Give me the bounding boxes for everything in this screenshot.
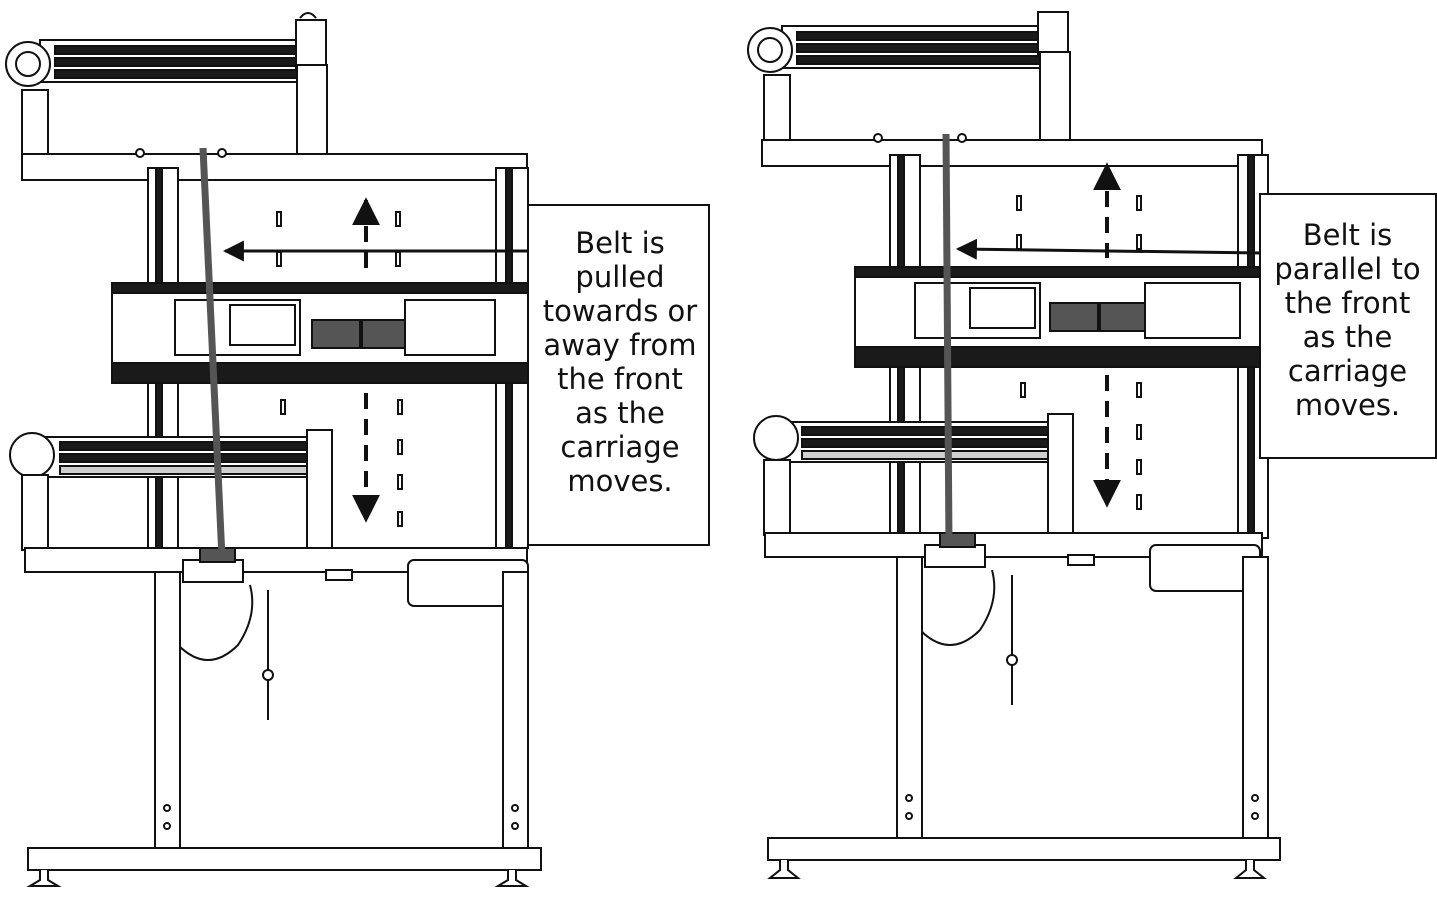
belt-arrow-right — [955, 238, 1263, 260]
upper-roller-left — [5, 12, 327, 87]
upper-crossbar-left — [21, 153, 528, 181]
carriage-right — [854, 266, 1261, 368]
machine-frame-left — [5, 12, 542, 887]
left-leg-right — [896, 556, 923, 841]
machine-frame-right — [747, 11, 1281, 879]
base-left — [27, 847, 542, 871]
base-right — [767, 837, 1281, 861]
belt-left — [199, 147, 226, 559]
upper-roller-right — [747, 11, 1069, 73]
lower-roller-left — [9, 429, 333, 551]
callout-box-left — [527, 204, 710, 546]
belt-right — [942, 133, 953, 546]
carriage-left — [111, 282, 531, 384]
lower-roller-right — [753, 413, 1074, 536]
upper-crossbar-right — [761, 139, 1263, 167]
callout-box-right — [1259, 193, 1437, 459]
right-leg-left — [502, 571, 529, 851]
callout-text-left: Belt is pulled towards or away from the … — [542, 226, 698, 498]
callout-text-right: Belt is parallel to the front as the car… — [1274, 218, 1421, 422]
